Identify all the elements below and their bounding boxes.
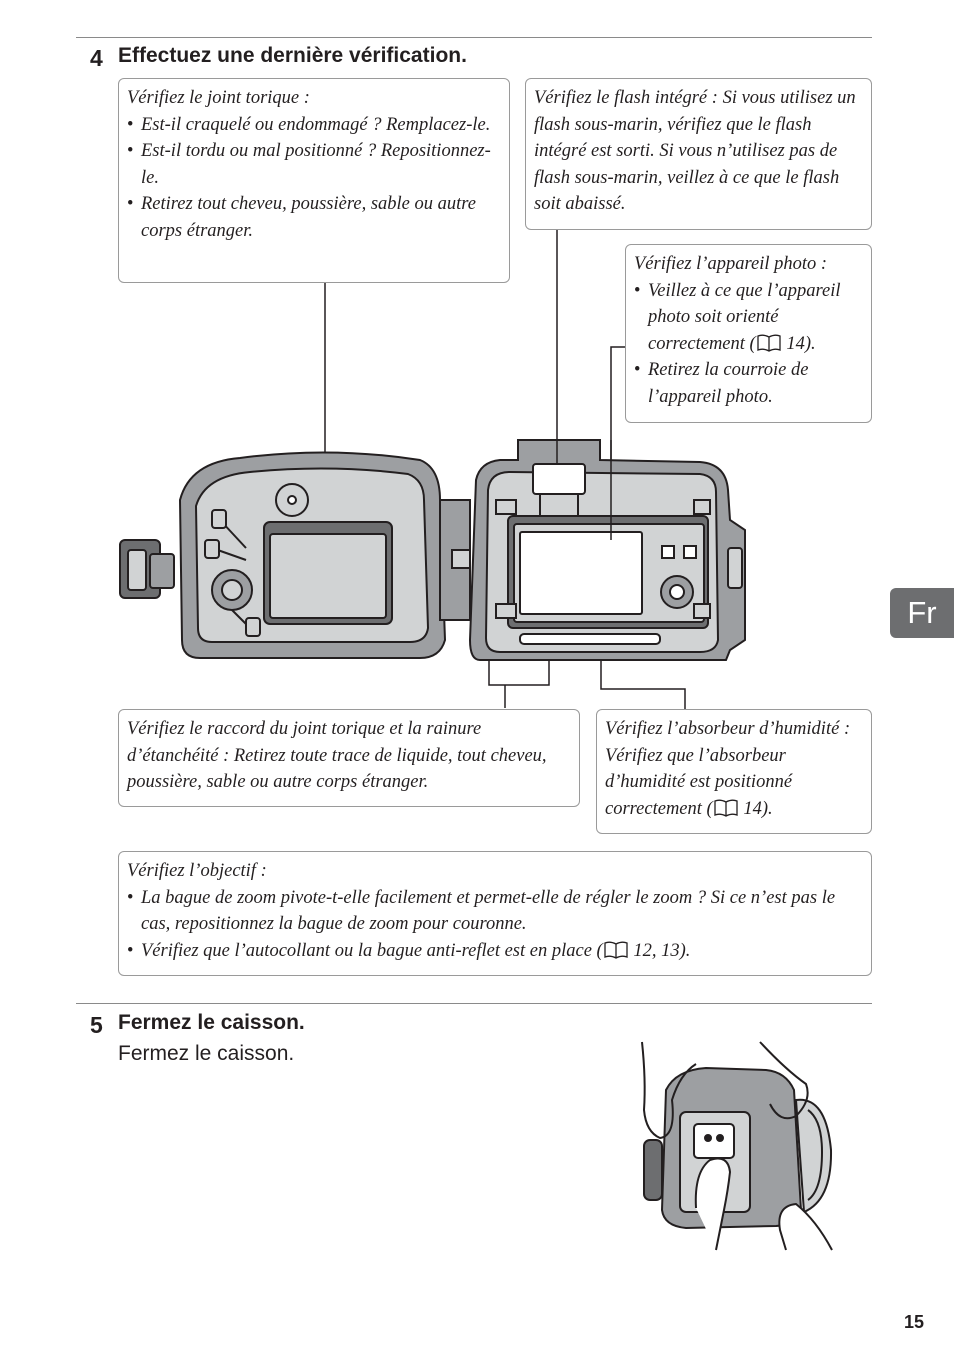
list-item: Veillez à ce que l’appareil photo soit o… [634, 278, 863, 358]
step-5-subtitle: Fermez le caisson. [118, 1042, 295, 1065]
step-5-title: Fermez le caisson. [118, 1011, 305, 1034]
list-item: La bague de zoom pivote-t-elle facilemen… [127, 885, 863, 938]
step-4-number: 4 [90, 45, 103, 71]
list-item: Est-il craquelé ou endommagé ? Remplacez… [127, 112, 501, 139]
list-item-text: Veillez à ce que l’appareil photo soit o… [648, 280, 841, 354]
callout-appareil-head: Vérifiez l’appareil photo [634, 254, 817, 274]
callout-appareil: Vérifiez l’appareil photo : Veillez à ce… [625, 244, 872, 423]
list-item-text: 14). [781, 333, 816, 354]
callout-objectif-colon: : [255, 861, 267, 881]
callout-raccord: Vérifiez le raccord du joint torique et … [118, 709, 580, 807]
book-icon [757, 334, 781, 352]
callout-joint-list: Est-il craquelé ou endommagé ? Remplacez… [127, 112, 501, 245]
callout-joint-head: Vérifiez le joint torique [127, 88, 300, 108]
section-rule [76, 1003, 872, 1004]
callout-absorbeur-text-end: 14). [738, 798, 773, 819]
callout-flash: Vérifiez le flash intégré : Si vous util… [525, 78, 872, 230]
step-4-title: Effectuez une dernière vérification. [118, 44, 467, 67]
callout-raccord-head: Vérifiez le raccord du joint torique et … [127, 719, 482, 766]
list-item-text: Vérifiez que l’autocollant ou la bague a… [141, 940, 603, 961]
callout-objectif-list: La bague de zoom pivote-t-elle facilemen… [127, 885, 863, 965]
callout-raccord-text: : Retirez toute trace de liquide, tout c… [127, 745, 547, 793]
callout-joint-torique: Vérifiez le joint torique : Est-il craqu… [118, 78, 510, 283]
book-icon [714, 799, 738, 817]
callout-objectif-head: Vérifiez l’objectif [127, 861, 256, 881]
list-item-text: 12, 13). [628, 940, 691, 961]
list-item: Retirez la courroie de l’appareil photo. [634, 357, 863, 410]
callout-joint-colon: : [299, 88, 310, 108]
language-tab-fr: Fr [890, 588, 954, 638]
top-rule [76, 37, 872, 38]
callout-appareil-colon: : [816, 254, 828, 274]
callout-objectif: Vérifiez l’objectif : La bague de zoom p… [118, 851, 872, 976]
callout-appareil-list: Veillez à ce que l’appareil photo soit o… [634, 278, 863, 411]
page-number: 15 [904, 1312, 925, 1332]
step-5-number: 5 [90, 1012, 103, 1038]
callout-flash-head: Vérifiez le flash intégré [534, 88, 708, 108]
callout-absorbeur-text: : Vérifiez que l’absorbeur d’humidité es… [605, 719, 851, 819]
closing-illustration [641, 1041, 833, 1251]
callout-absorbeur: Vérifiez l’absorbeur d’humidité : Vérifi… [596, 709, 872, 834]
list-item: Retirez tout cheveu, poussière, sable ou… [127, 191, 501, 244]
list-item: Est-il tordu ou mal positionné ? Reposit… [127, 138, 501, 191]
callout-flash-text: : Si vous utilisez un flash sous-marin, … [534, 88, 856, 214]
callout-absorbeur-head: Vérifiez l’absorbeur d’humidité [605, 719, 840, 739]
book-icon [604, 941, 628, 959]
list-item: Vérifiez que l’autocollant ou la bague a… [127, 938, 863, 965]
